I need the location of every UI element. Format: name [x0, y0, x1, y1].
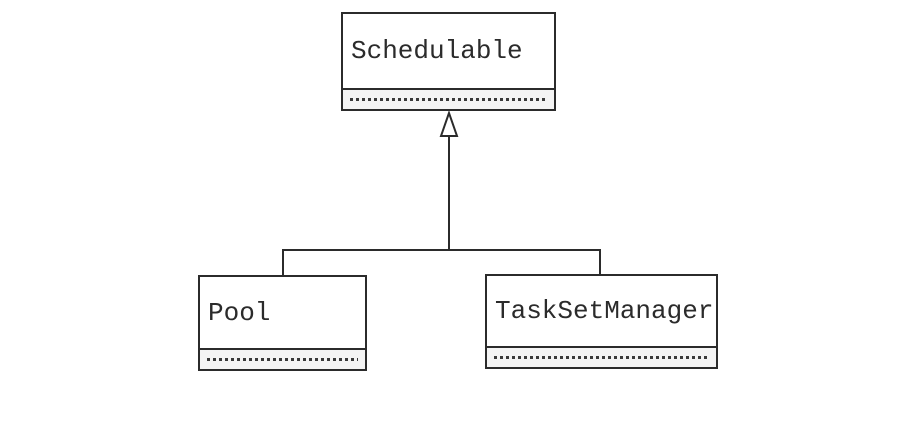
- class-box-pool: Pool: [198, 275, 367, 371]
- collapsed-members-dots: [207, 358, 358, 361]
- class-name-schedulable: Schedulable: [351, 36, 523, 66]
- class-box-schedulable: Schedulable: [341, 12, 556, 111]
- class-name-tasksetmanager: TaskSetManager: [495, 296, 714, 326]
- generalization-arrowhead-icon: [439, 109, 459, 137]
- collapsed-members-dots: [350, 98, 547, 101]
- members-compartment-tasksetmanager: [487, 346, 716, 367]
- members-compartment-schedulable: [343, 88, 554, 109]
- class-box-tasksetmanager: TaskSetManager: [485, 274, 718, 369]
- collapsed-members-dots: [494, 356, 709, 359]
- class-name-pool: Pool: [208, 297, 271, 328]
- members-compartment-pool: [200, 348, 365, 369]
